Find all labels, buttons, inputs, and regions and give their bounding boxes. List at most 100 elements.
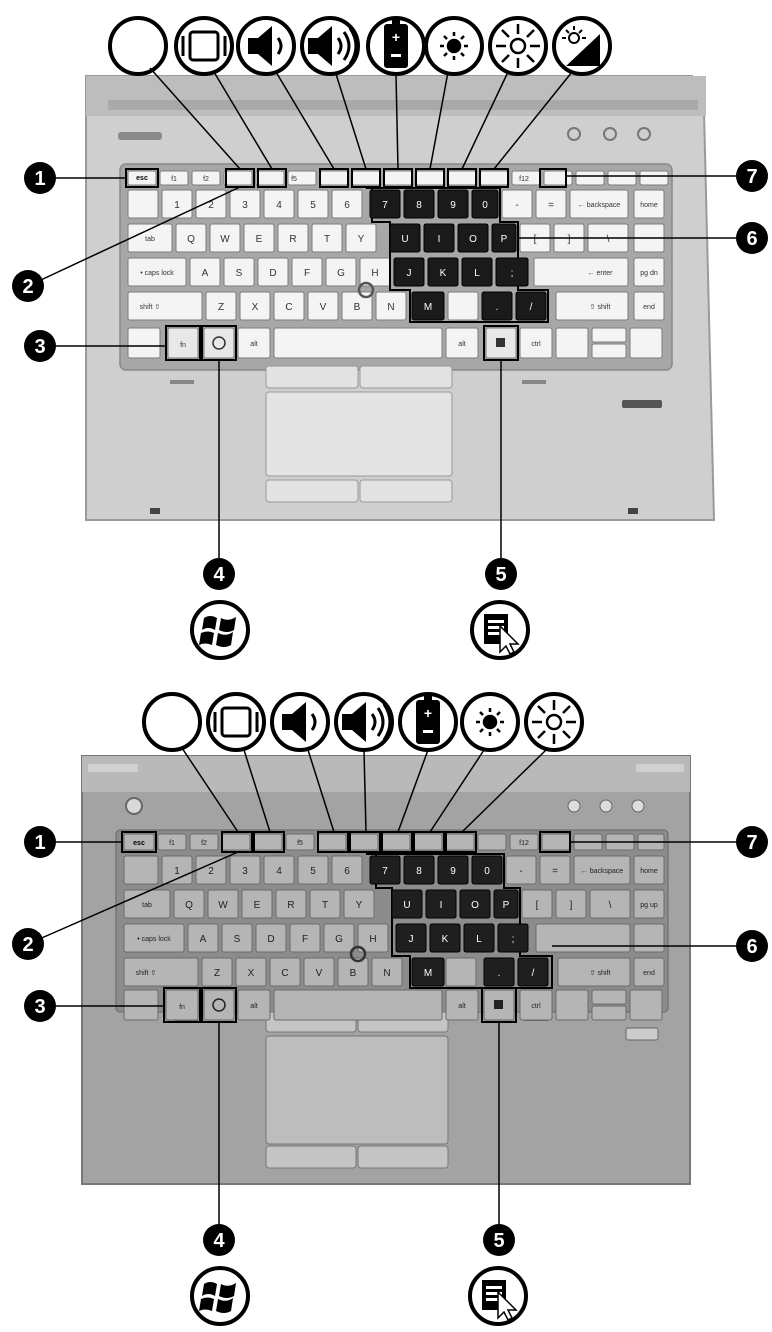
key-a: A — [200, 934, 207, 945]
key-w: W — [218, 900, 228, 911]
key-end: end — [643, 304, 655, 311]
key-period: . — [496, 302, 499, 313]
keyboard-diagram-top: esc f1 f2 f5 f12 ← backspace home tab • … — [0, 0, 772, 666]
key-alt-right: alt — [458, 341, 465, 348]
key-9: 9 — [450, 200, 456, 211]
key-d: D — [267, 934, 274, 945]
key-semicolon: ; — [511, 268, 514, 279]
key-i: I — [438, 234, 441, 245]
callout-6: 6 — [746, 228, 757, 250]
key-v: V — [320, 302, 327, 313]
key-7: 7 — [382, 200, 388, 211]
brightness-up-icon — [496, 24, 540, 68]
key-l: L — [474, 268, 480, 279]
key-c: C — [281, 968, 288, 979]
callout-4: 4 — [213, 564, 225, 586]
key-tab: tab — [145, 236, 155, 243]
key-fn: fn — [179, 1004, 185, 1011]
key-3: 3 — [242, 866, 248, 877]
key-enter: ← enter — [588, 270, 614, 277]
key-x: X — [248, 968, 255, 979]
battery-icon: + — [416, 696, 440, 744]
key-home: home — [640, 202, 658, 209]
key-f: F — [304, 268, 310, 279]
key-pg-up: pg up — [640, 902, 658, 909]
callout-7: 7 — [746, 166, 757, 188]
key-6: 6 — [344, 200, 350, 211]
key-bracket-right: ] — [570, 900, 573, 911]
fingerprint-reader — [626, 1028, 658, 1040]
touchpad — [266, 392, 452, 476]
key-backslash: \ — [609, 900, 612, 911]
key-shift-right: ⇧ shift — [590, 969, 611, 977]
key-slash: / — [532, 968, 535, 979]
windows-logo-icon — [192, 602, 248, 658]
key-f2: f2 — [203, 176, 209, 183]
indicator-light — [568, 800, 580, 812]
key-m: M — [424, 968, 432, 979]
key-f1: f1 — [171, 176, 177, 183]
key-ctrl-right: ctrl — [531, 341, 541, 348]
power-button — [118, 132, 162, 140]
key-y: Y — [358, 234, 365, 245]
key-shift-right: ⇧ shift — [590, 303, 611, 311]
key-z: Z — [218, 302, 224, 313]
key-7: 7 — [382, 866, 388, 877]
key-z: Z — [214, 968, 220, 979]
battery-icon: + — [384, 20, 408, 68]
key-shift-left: shift ⇧ — [136, 969, 157, 977]
key-bracket-left: [ — [534, 234, 537, 245]
callout-1: 1 — [34, 832, 45, 854]
key-ctrl-right: ctrl — [531, 1003, 541, 1010]
key-s: S — [234, 934, 241, 945]
key-t: T — [324, 234, 330, 245]
key-p: P — [501, 234, 508, 245]
key-d: D — [269, 268, 276, 279]
key-n: N — [383, 968, 390, 979]
key-minus: - — [515, 200, 518, 211]
callout-5: 5 — [493, 1230, 504, 1252]
key-f12: f12 — [519, 176, 529, 183]
indicator-light — [600, 800, 612, 812]
key-w: W — [220, 234, 230, 245]
key-slash: / — [530, 302, 533, 313]
key-2: 2 — [208, 866, 214, 877]
key-f1: f1 — [169, 840, 175, 847]
key-n: N — [387, 302, 394, 313]
fingerprint-reader — [622, 400, 662, 408]
key-caps-lock: • caps lock — [140, 270, 174, 277]
key-f2: f2 — [201, 840, 207, 847]
callout-4: 4 — [213, 1230, 225, 1252]
key-4: 4 — [276, 200, 282, 211]
key-8: 8 — [416, 200, 422, 211]
key-tab: tab — [142, 902, 152, 909]
key-t: T — [322, 900, 328, 911]
key-k: K — [442, 934, 449, 945]
key-e: E — [254, 900, 261, 911]
key-r: R — [287, 900, 294, 911]
svg-text:+: + — [424, 705, 432, 721]
key-f5: f5 — [297, 840, 303, 847]
touchpad — [266, 1036, 448, 1144]
key-y: Y — [356, 900, 363, 911]
key-x: X — [252, 302, 259, 313]
key-f5: f5 — [291, 176, 297, 183]
power-button — [126, 798, 142, 814]
key-alt-left: alt — [250, 1003, 257, 1010]
callout-1: 1 — [34, 168, 45, 190]
key-0: 0 — [482, 200, 488, 211]
key-backspace: ← backspace — [578, 202, 621, 209]
key-period: . — [498, 968, 501, 979]
key-l: L — [476, 934, 482, 945]
keyboard-diagram-bottom: esc f1 f2 f5 f12 ← backspace home tab pg… — [0, 672, 772, 1332]
callout-3: 3 — [34, 996, 45, 1018]
key-minus: - — [519, 866, 522, 877]
key-i: I — [440, 900, 443, 911]
callout-7: 7 — [746, 832, 757, 854]
key-q: Q — [187, 234, 195, 245]
key-pg-dn: pg dn — [640, 270, 658, 277]
key-fn: fn — [180, 342, 186, 349]
key-backspace: ← backspace — [581, 868, 624, 875]
key-3: 3 — [242, 200, 248, 211]
key-f: F — [302, 934, 308, 945]
